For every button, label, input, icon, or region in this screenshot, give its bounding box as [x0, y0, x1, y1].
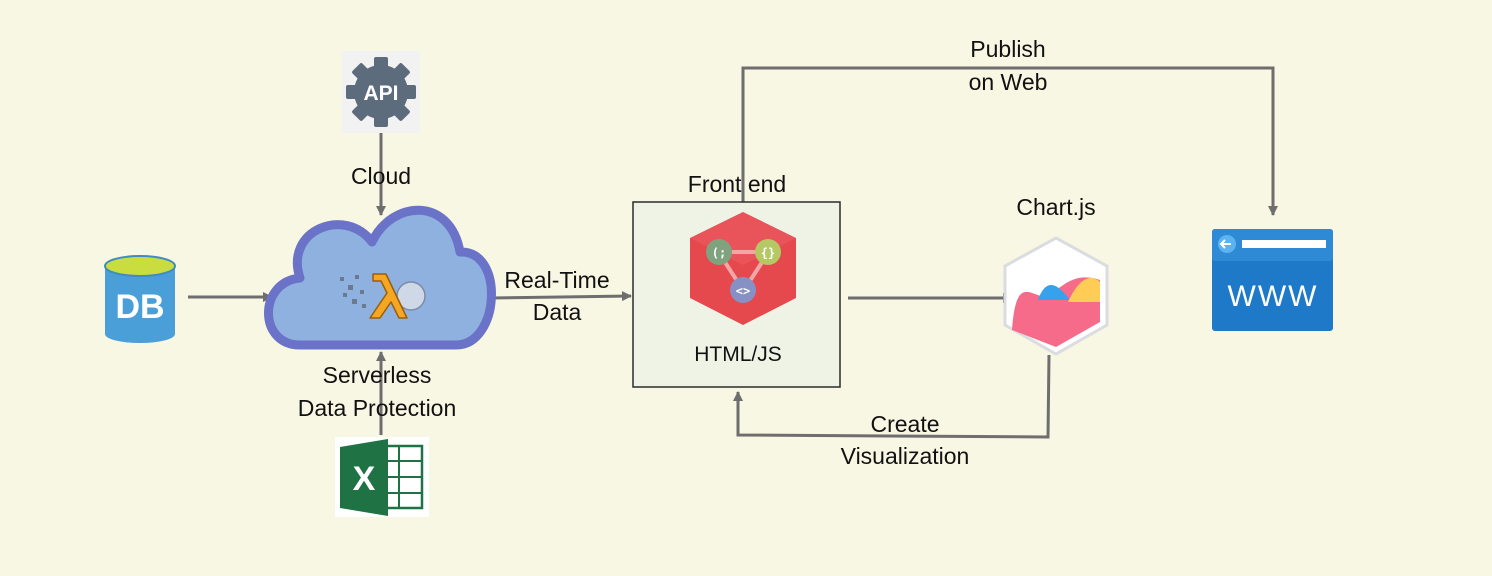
code-brackets-bottom: <> — [736, 284, 750, 298]
chartjs-icon — [1003, 236, 1109, 356]
web-label: WWW — [1228, 280, 1319, 313]
db-icon — [104, 255, 176, 343]
lambda-icon — [340, 273, 426, 319]
db-label: DB — [115, 288, 164, 326]
chartjs-title: Chart.js — [1016, 194, 1096, 220]
code-brackets-left: (; — [712, 246, 726, 260]
cloud-title: Cloud — [350, 163, 412, 189]
arrow-frontend-to-web — [741, 66, 1278, 216]
arrow-cloud-to-frontend — [490, 291, 632, 302]
frontend-hexagon-icon — [690, 212, 796, 325]
cloud-caption-line2: Data Protection — [297, 395, 457, 421]
arrow-chartjs-to-frontend — [733, 354, 1051, 439]
frontend-title: Front end — [687, 171, 787, 197]
arrows — [188, 66, 1278, 439]
edge-create-line1: Create — [870, 411, 940, 437]
edge-create-line2: Visualization — [840, 443, 970, 469]
code-brackets-right: {} — [761, 246, 775, 260]
api-label: API — [363, 82, 398, 105]
frontend-caption: HTML/JS — [694, 343, 782, 366]
edge-publish-line1: Publish — [970, 36, 1046, 62]
cloud-caption-line1: Serverless — [322, 362, 432, 388]
excel-label: X — [353, 460, 376, 498]
edge-realtime-line2: Data — [532, 299, 582, 325]
api-gear-icon — [342, 51, 420, 133]
excel-icon — [335, 437, 429, 517]
web-browser-icon — [1212, 229, 1333, 331]
edge-publish-line2: on Web — [968, 69, 1048, 95]
edge-realtime-line1: Real-Time — [504, 267, 610, 293]
